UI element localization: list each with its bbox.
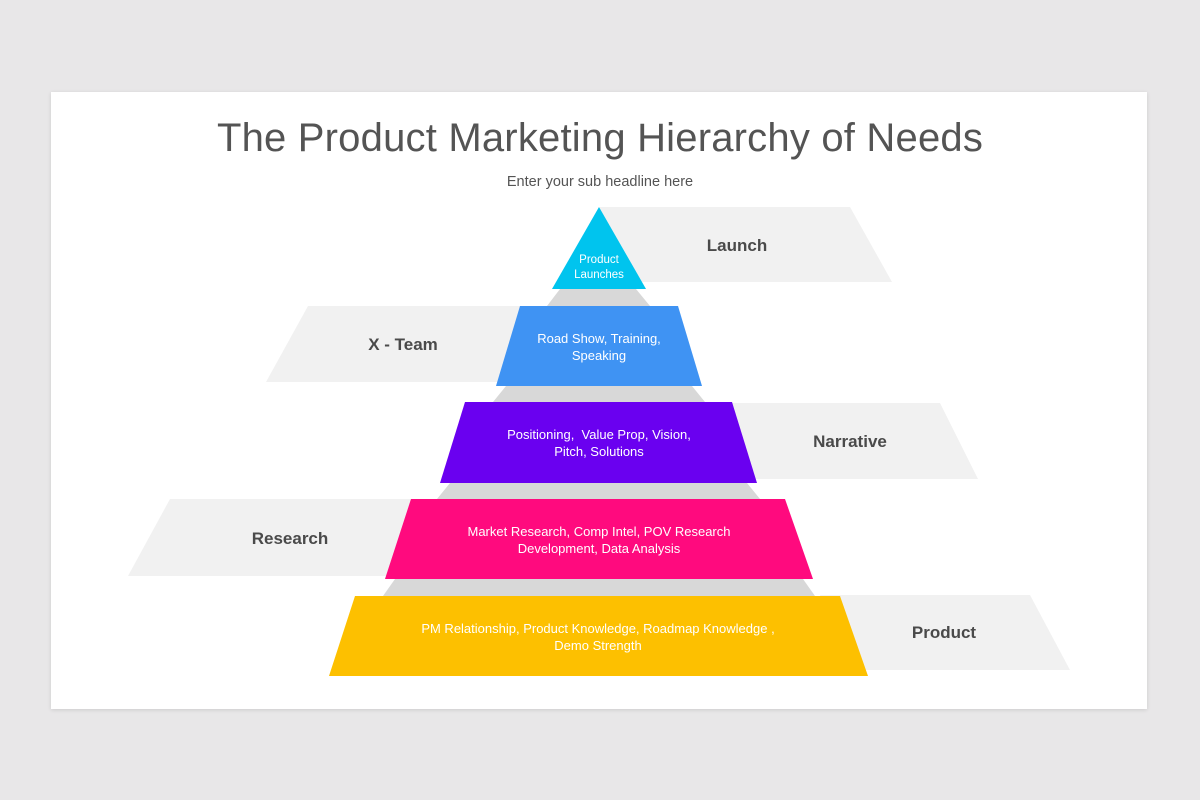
gap-1: [547, 289, 650, 306]
gap-2: [493, 386, 705, 402]
side-label-product: Product: [912, 623, 977, 642]
side-label-narrative: Narrative: [813, 432, 887, 451]
level-2-text-line-2: Speaking: [572, 348, 626, 363]
pyramid-level-1[interactable]: [552, 207, 646, 289]
band-narrative: [720, 403, 978, 479]
level-3-text-line-2: Pitch, Solutions: [554, 444, 644, 459]
gap-4: [383, 579, 815, 596]
band-research: [128, 499, 420, 576]
pyramid-level-3[interactable]: [440, 402, 757, 483]
side-label-launch: Launch: [707, 236, 767, 255]
slide-title: The Product Marketing Hierarchy of Needs: [216, 116, 984, 160]
level-2-text-line-1: Road Show, Training,: [537, 331, 661, 346]
pyramid-level-5[interactable]: [329, 596, 868, 676]
level-5-text-line-1: PM Relationship, Product Knowledge, Road…: [421, 621, 774, 636]
slide-subtitle: Enter your sub headline here: [506, 174, 694, 190]
gap-3: [437, 483, 760, 499]
pyramid-level-2[interactable]: [496, 306, 702, 386]
band-product: [820, 595, 1070, 670]
pyramid-level-4[interactable]: [385, 499, 813, 579]
band-launch: [600, 207, 892, 282]
level-4-text-line-2: Development, Data Analysis: [518, 541, 681, 556]
level-5-text-line-2: Demo Strength: [554, 638, 641, 653]
level-4-text-line-1: Market Research, Comp Intel, POV Researc…: [468, 524, 731, 539]
band-x-team: [266, 306, 520, 382]
level-3-text-line-1: Positioning, Value Prop, Vision,: [507, 427, 691, 442]
level-1-text-line-1: Product: [579, 254, 619, 266]
side-label-research: Research: [252, 529, 329, 548]
level-1-text-line-2: Launches: [574, 269, 624, 281]
side-label-x-team: X - Team: [368, 335, 438, 354]
